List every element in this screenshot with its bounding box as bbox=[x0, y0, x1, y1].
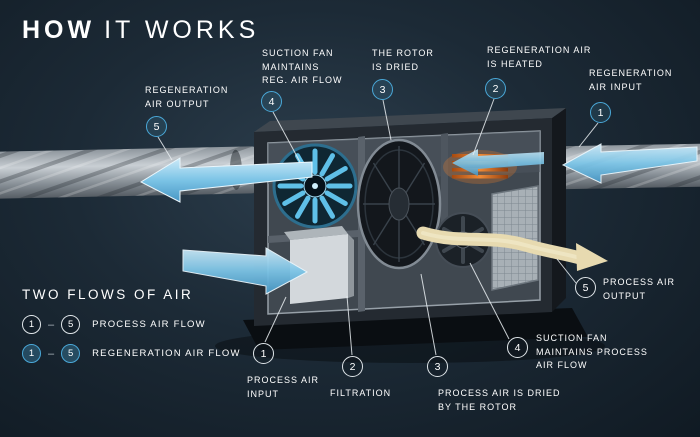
regeneration-input-arrow bbox=[561, 143, 698, 184]
legend-number-process-from: 1 bbox=[22, 315, 41, 334]
callout-number-process-4: 4 bbox=[507, 337, 528, 358]
callout-number-process-1: 1 bbox=[253, 343, 274, 364]
page-title: HOW IT WORKS bbox=[22, 16, 259, 45]
callout-number-regen-3: 3 bbox=[372, 79, 393, 100]
rotor bbox=[356, 138, 442, 270]
regeneration-fan bbox=[272, 143, 358, 229]
callout-number-regen-4: 4 bbox=[261, 91, 282, 112]
callout-number-regen-5: 5 bbox=[146, 116, 167, 137]
callout-number-regen-2: 2 bbox=[485, 78, 506, 99]
process-output-arrow bbox=[416, 226, 608, 271]
page-title-strong: HOW bbox=[22, 16, 96, 44]
leader-lines bbox=[157, 98, 599, 356]
callout-label-regeneration-air-input: REGENERATION AIR INPUT bbox=[589, 68, 673, 92]
callout-number-regen-1: 1 bbox=[590, 102, 611, 123]
callout-number-process-2: 2 bbox=[342, 356, 363, 377]
page-title-light: IT WORKS bbox=[104, 16, 260, 44]
legend-dash: – bbox=[48, 318, 55, 331]
callout-label-regen-suction-fan: SUCTION FAN MAINTAINS REG. AIR FLOW bbox=[262, 48, 343, 85]
legend-row-regeneration: 1 – 5 REGENERATION AIR FLOW bbox=[22, 344, 241, 363]
legend-row-process: 1 – 5 PROCESS AIR FLOW bbox=[22, 315, 241, 334]
callout-label-process-suction-fan: SUCTION FAN MAINTAINS PROCESS AIR FLOW bbox=[536, 333, 648, 370]
legend-label-regeneration: REGENERATION AIR FLOW bbox=[92, 348, 241, 359]
filtration-housing bbox=[284, 226, 354, 304]
legend: TWO FLOWS OF AIR 1 – 5 PROCESS AIR FLOW … bbox=[22, 287, 241, 373]
flow-arrows bbox=[139, 143, 698, 295]
callout-label-process-air-input: PROCESS AIR INPUT bbox=[247, 375, 320, 399]
callout-label-regeneration-air-output: REGENERATION AIR OUTPUT bbox=[145, 85, 229, 109]
legend-dash: – bbox=[48, 347, 55, 360]
callout-label-process-air-dried: PROCESS AIR IS DRIED BY THE ROTOR bbox=[438, 388, 561, 412]
callout-label-rotor-is-dried: THE ROTOR IS DRIED bbox=[372, 48, 434, 72]
callout-number-process-5: 5 bbox=[575, 277, 596, 298]
process-input-arrow bbox=[182, 247, 309, 295]
legend-number-regen-to: 5 bbox=[61, 344, 81, 363]
legend-number-process-to: 5 bbox=[61, 315, 81, 334]
legend-title: TWO FLOWS OF AIR bbox=[22, 287, 194, 302]
legend-label-process: PROCESS AIR FLOW bbox=[92, 319, 206, 330]
callout-label-filtration: FILTRATION bbox=[330, 388, 392, 398]
regeneration-output-arrow bbox=[139, 157, 313, 203]
callout-label-process-air-output: PROCESS AIR OUTPUT bbox=[603, 277, 676, 301]
callout-number-process-3: 3 bbox=[427, 356, 448, 377]
heater-flow-arrow bbox=[452, 149, 544, 176]
callout-label-regeneration-air-heated: REGENERATION AIR IS HEATED bbox=[487, 45, 592, 69]
legend-number-regen-from: 1 bbox=[22, 344, 41, 363]
